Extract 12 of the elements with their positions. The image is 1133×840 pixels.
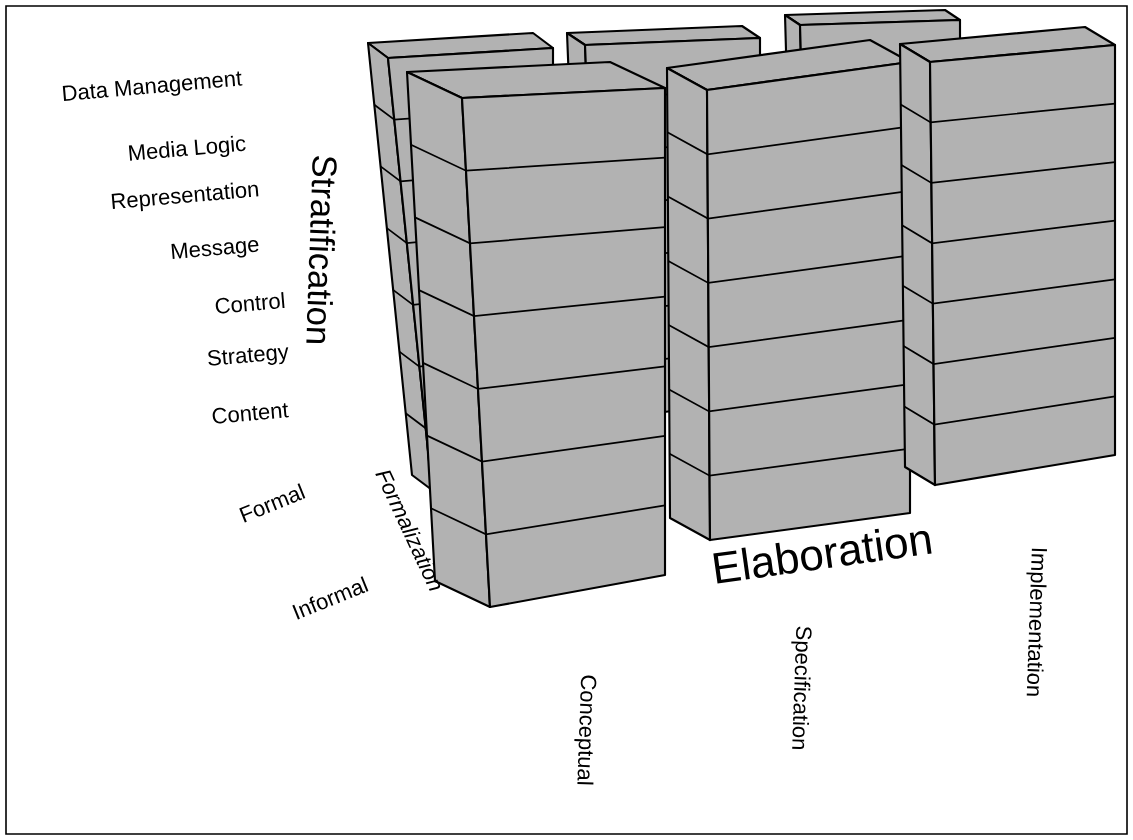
level-label: Conceptual: [574, 675, 597, 785]
axis-title: Elaboration: [713, 528, 932, 584]
level-label: Specification: [791, 626, 812, 749]
layer-label: Strategy: [208, 347, 289, 366]
layer-label: Data Management: [62, 71, 243, 101]
layer-label: Message: [171, 240, 259, 259]
layer-label: Content: [212, 403, 289, 424]
layer-label: Control: [215, 292, 285, 314]
level-label: Implementation: [1026, 548, 1047, 696]
axis-title: Stratification: [306, 156, 337, 344]
layer-label: Media Logic: [128, 135, 246, 161]
layer-label: Representation: [111, 182, 259, 212]
